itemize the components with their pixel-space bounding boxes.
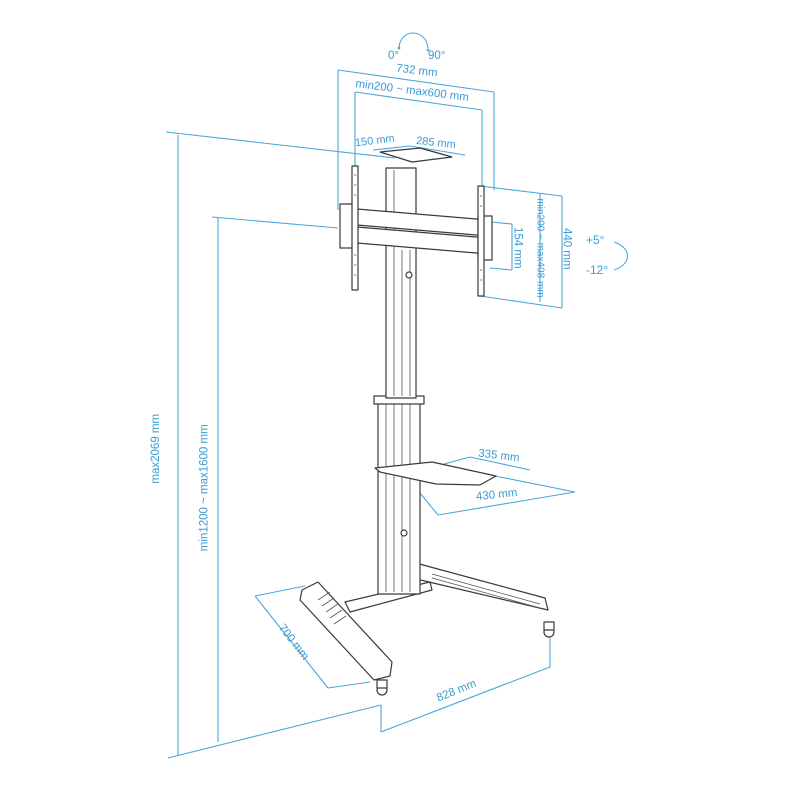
tilt-arc-icon (613, 241, 629, 271)
mount-height-label: 440 mm (560, 227, 573, 270)
center-height-label: min1200 ~ max1600 mm (198, 424, 211, 552)
rotation-arc-icon (398, 32, 429, 49)
tilt-down-label: -12° (586, 263, 609, 277)
dimension-lines (165, 32, 629, 759)
base-leg-front (299, 581, 393, 681)
vesa-vertical-label: min200 ~ max408 mm (534, 198, 546, 298)
max-height-label: max2069 mm (150, 413, 163, 484)
bracket-height-label: 154 mm (511, 226, 524, 269)
stand-drawing (299, 147, 555, 696)
rotation-from-label: 0° (388, 50, 399, 62)
rotation-to-label: 90° (428, 50, 446, 62)
tilt-up-label: +5° (586, 233, 605, 247)
